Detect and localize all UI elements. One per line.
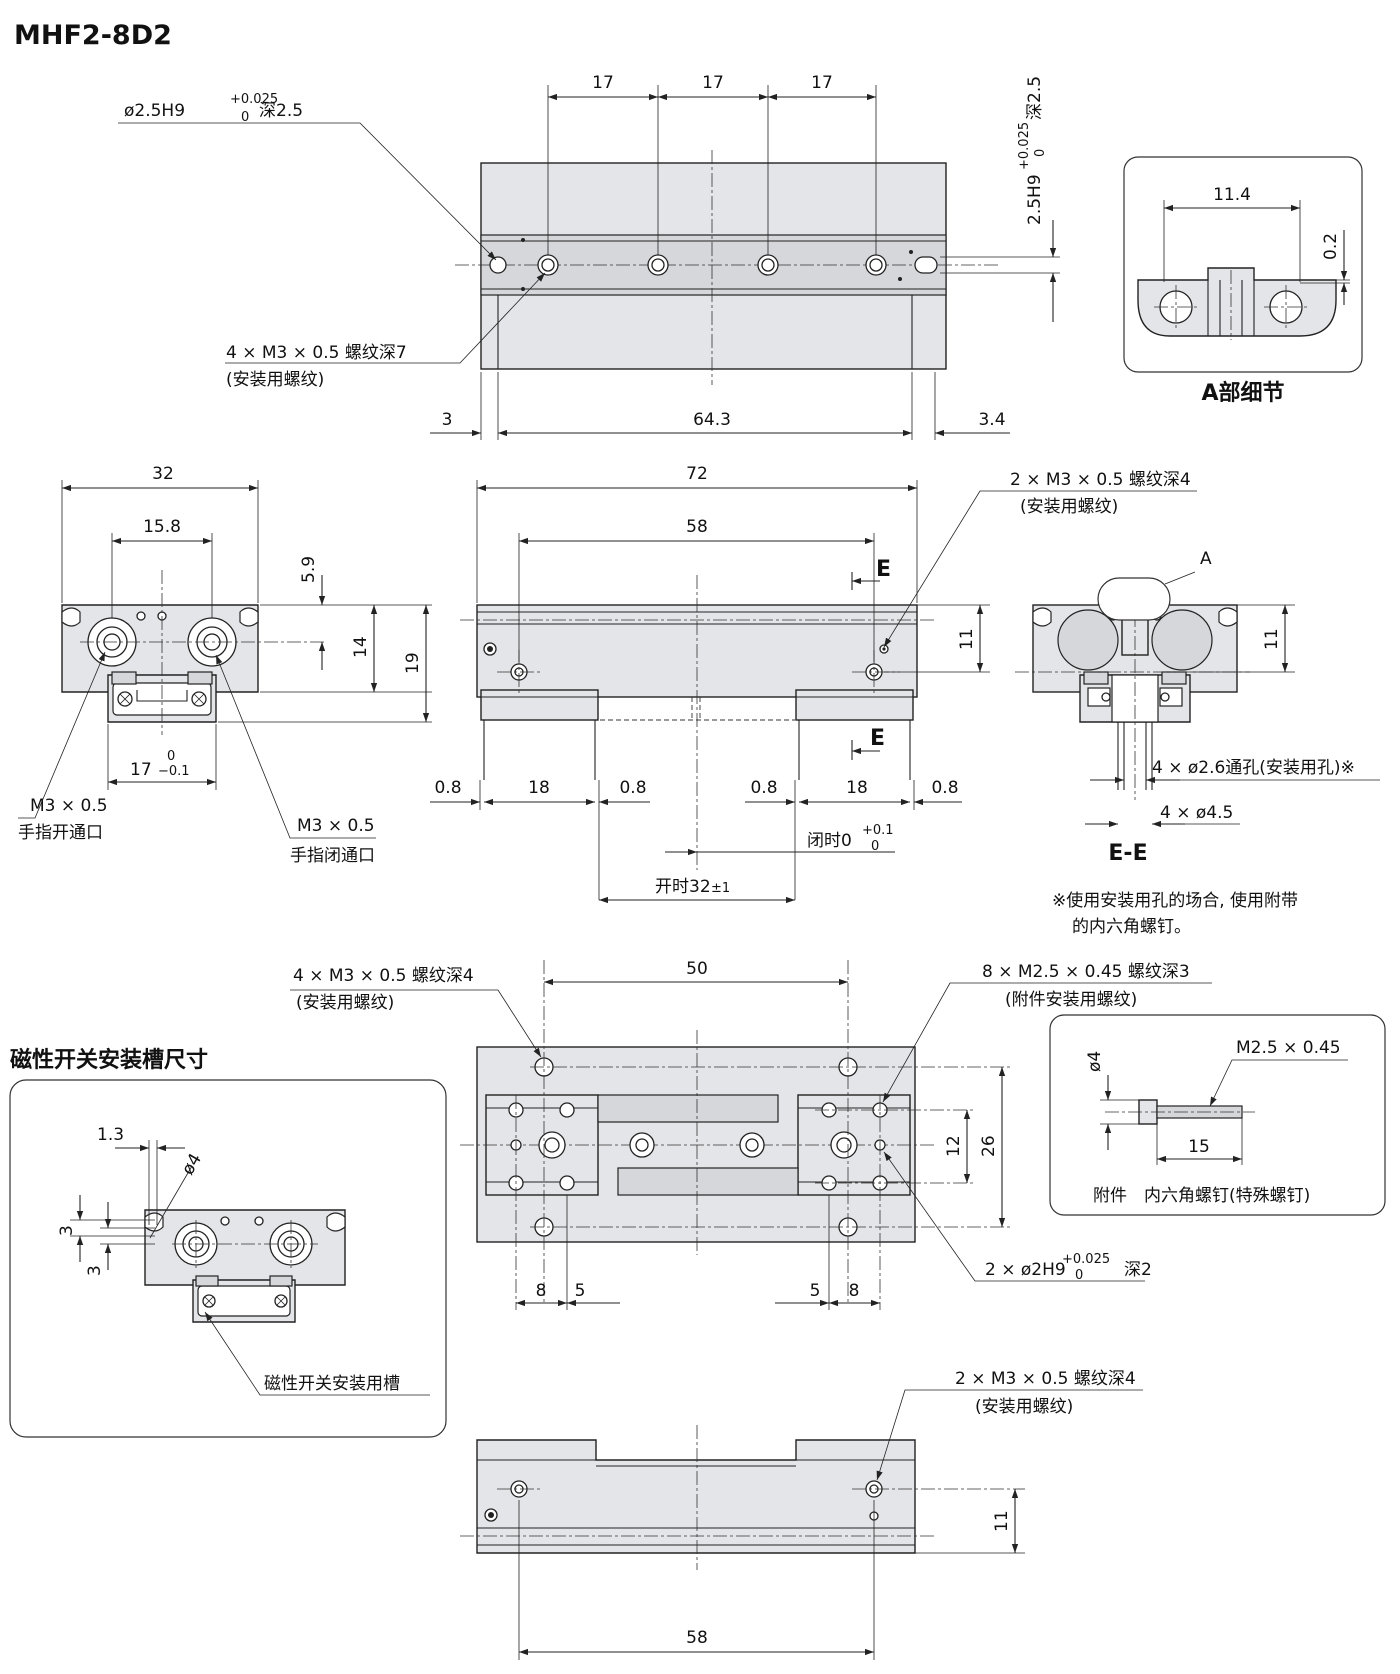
dim-pitch-3: 17 bbox=[811, 73, 833, 93]
detail-a: 11.4 0.2 A部细节 bbox=[1123, 156, 1363, 406]
through-hole-label: 4 × ø2.6通孔(安装用孔)※ bbox=[1152, 758, 1355, 778]
section-ee: A 11 4 × ø2.6通孔(安装用孔)※ 4 × ø4.5 E-E ※使用安… bbox=[1015, 549, 1380, 937]
bottom-dim-8a: 8 bbox=[536, 1281, 547, 1301]
section-dim-11: 11 bbox=[1262, 628, 1282, 650]
switch-dim-3b: 3 bbox=[85, 1265, 105, 1276]
bottom-dim-5b: 5 bbox=[810, 1281, 821, 1301]
bottom-mount-note: (安装用螺纹) bbox=[296, 993, 394, 1013]
side-width: 32 bbox=[152, 464, 174, 484]
section-caption: E-E bbox=[1108, 841, 1147, 866]
section-note-1: ※使用安装用孔的场合, 使用附带 bbox=[1052, 890, 1298, 911]
open-tol: ±1 bbox=[711, 881, 730, 896]
front-dim-18-a: 18 bbox=[528, 778, 550, 798]
front-dim-08-b: 0.8 bbox=[619, 778, 646, 798]
vert-hole-depth: 深2.5 bbox=[1025, 76, 1045, 120]
acc-thread-note: (附件安装用螺纹) bbox=[1005, 990, 1137, 1010]
front-dim-58: 58 bbox=[686, 517, 708, 537]
top-view: 17 17 17 ø2.5H9 +0.025 0 深2.5 4 × M3 × 0… bbox=[118, 73, 1060, 440]
accessory-caption: 附件 内六角螺钉(特殊螺钉) bbox=[1093, 1186, 1310, 1206]
counterbore-label: 4 × ø4.5 bbox=[1160, 803, 1233, 823]
closed-label: 闭时0 bbox=[807, 831, 852, 851]
dim-pitch-2: 17 bbox=[702, 73, 724, 93]
acc-thread-label: 8 × M2.5 × 0.45 螺纹深3 bbox=[982, 962, 1190, 982]
drawing-title: MHF2-8D2 bbox=[14, 20, 172, 51]
pin-depth: 深2 bbox=[1124, 1260, 1152, 1280]
dim-center: 64.3 bbox=[693, 410, 731, 430]
detail-a-width: 11.4 bbox=[1213, 185, 1251, 205]
accessory-panel: ø4 M2.5 × 0.45 15 附件 内六角螺钉(特殊螺钉) bbox=[1049, 1014, 1386, 1216]
side-dim-19: 19 bbox=[403, 652, 423, 674]
dim-left: 3 bbox=[442, 410, 453, 430]
port-close-note: 手指闭通口 bbox=[290, 846, 375, 866]
pin-label: 2 × ø2H9 bbox=[985, 1260, 1066, 1280]
front-dim-11: 11 bbox=[957, 628, 977, 650]
port-open-note: 手指开通口 bbox=[18, 823, 103, 843]
vert-hole-tol-upper: +0.025 bbox=[1017, 122, 1032, 170]
rear-dim-11: 11 bbox=[992, 1510, 1012, 1532]
vert-hole-label: 2.5H9 bbox=[1025, 174, 1045, 225]
side-dim-17: 17 bbox=[130, 760, 152, 780]
detail-a-caption: A部细节 bbox=[1201, 380, 1284, 406]
pin-tol-upper: +0.025 bbox=[1062, 1252, 1110, 1267]
side-dim-5-9: 5.9 bbox=[299, 556, 319, 583]
bottom-dim-26: 26 bbox=[979, 1135, 999, 1157]
side-dim-14: 14 bbox=[351, 636, 371, 658]
front-view: 72 58 E E 11 2 × M3 × 0.5 螺纹深4 (安装用螺纹) 0… bbox=[430, 464, 1197, 904]
side-thread-note: (安装用螺纹) bbox=[1020, 497, 1118, 517]
bottom-dim-50: 50 bbox=[686, 959, 708, 979]
side-dim-17-tol-lower: −0.1 bbox=[158, 764, 190, 779]
accessory-dim-phi4: ø4 bbox=[1085, 1051, 1105, 1072]
pin-hole-depth: 深2.5 bbox=[259, 101, 303, 121]
pin-hole-tol-lower: 0 bbox=[241, 110, 249, 125]
open-label: 开时32 bbox=[655, 877, 711, 897]
vert-hole-tol-lower: 0 bbox=[1033, 149, 1048, 157]
accessory-thread-label: M2.5 × 0.45 bbox=[1236, 1038, 1341, 1058]
front-dim-72: 72 bbox=[686, 464, 708, 484]
rear-thread-note: (安装用螺纹) bbox=[975, 1397, 1073, 1417]
mount-thread-note: (安装用螺纹) bbox=[226, 370, 324, 390]
switch-dim-3a: 3 bbox=[57, 1225, 77, 1236]
bottom-mount-label: 4 × M3 × 0.5 螺纹深4 bbox=[293, 966, 474, 986]
front-dim-08-c: 0.8 bbox=[750, 778, 777, 798]
closed-tol-upper: +0.1 bbox=[862, 823, 894, 838]
port-close-label: M3 × 0.5 bbox=[297, 816, 375, 836]
switch-dim-1-3: 1.3 bbox=[97, 1125, 124, 1145]
section-note-2: 的内六角螺钉。 bbox=[1072, 917, 1191, 937]
switch-slot-panel: 磁性开关安装槽尺寸 1.3 ø4 3 3 磁性开关安装用槽 bbox=[9, 1047, 447, 1438]
side-thread-label: 2 × M3 × 0.5 螺纹深4 bbox=[1010, 470, 1191, 490]
front-dim-08-d: 0.8 bbox=[931, 778, 958, 798]
side-view: 32 15.8 5.9 14 19 17 0 −0.1 M3 × 0.5 手指开… bbox=[18, 464, 432, 866]
bottom-view: 50 12 26 4 × M3 × 0.5 螺纹深4 (安装用螺纹) 8 × M… bbox=[290, 959, 1212, 1310]
accessory-dim-15: 15 bbox=[1188, 1137, 1210, 1157]
port-open-label: M3 × 0.5 bbox=[30, 796, 108, 816]
front-dim-08-a: 0.8 bbox=[434, 778, 461, 798]
rear-thread-label: 2 × M3 × 0.5 螺纹深4 bbox=[955, 1369, 1136, 1389]
section-mark-top: E bbox=[876, 557, 891, 582]
closed-tol-lower: 0 bbox=[871, 839, 879, 854]
rear-dim-58: 58 bbox=[686, 1628, 708, 1648]
dim-pitch-1: 17 bbox=[592, 73, 614, 93]
side-dim-17-tol-upper: 0 bbox=[167, 749, 175, 764]
pin-tol-lower: 0 bbox=[1075, 1268, 1083, 1283]
front-dim-18-b: 18 bbox=[846, 778, 868, 798]
detail-a-gap: 0.2 bbox=[1321, 233, 1341, 260]
section-marker-a: A bbox=[1200, 549, 1212, 569]
bottom-dim-5a: 5 bbox=[575, 1281, 586, 1301]
pin-hole-label: ø2.5H9 bbox=[124, 101, 185, 121]
mount-thread-label: 4 × M3 × 0.5 螺纹深7 bbox=[226, 343, 407, 363]
pin-hole-tol-upper: +0.025 bbox=[230, 92, 278, 107]
side-port-pitch: 15.8 bbox=[143, 517, 181, 537]
section-mark-bottom: E bbox=[870, 726, 885, 751]
bottom-dim-8b: 8 bbox=[849, 1281, 860, 1301]
switch-slot-label: 磁性开关安装用槽 bbox=[264, 1374, 400, 1394]
switch-slot-heading: 磁性开关安装槽尺寸 bbox=[10, 1047, 208, 1073]
slot-hole bbox=[914, 256, 938, 274]
bottom-dim-12: 12 bbox=[944, 1135, 964, 1157]
pin-hole bbox=[489, 256, 507, 274]
rear-view: 2 × M3 × 0.5 螺纹深4 (安装用螺纹) 11 58 bbox=[460, 1369, 1143, 1660]
dim-right: 3.4 bbox=[978, 410, 1005, 430]
